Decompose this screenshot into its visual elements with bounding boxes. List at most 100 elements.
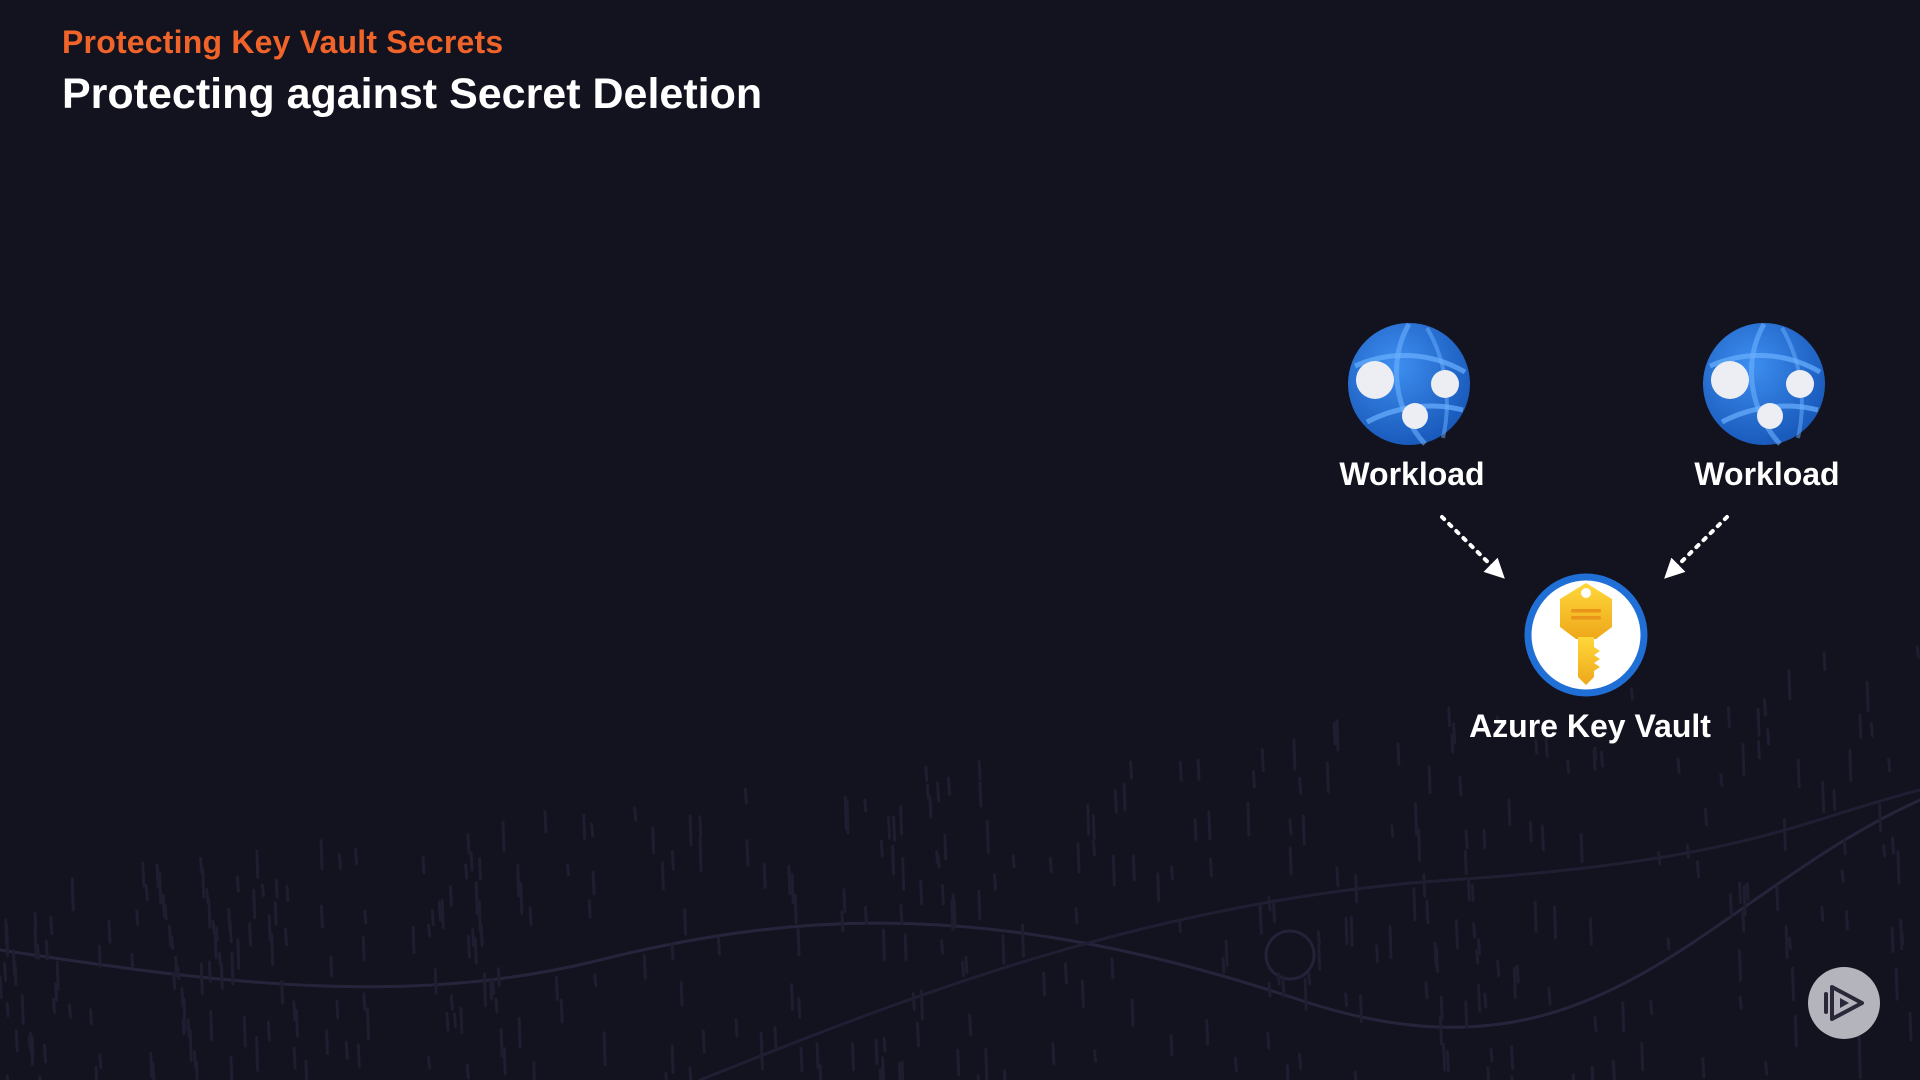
background-dash (5, 1074, 9, 1080)
background-dash (235, 875, 240, 893)
background-dash (427, 923, 432, 938)
background-dash (1676, 757, 1681, 774)
background-dash (1051, 1041, 1056, 1066)
background-dash (1021, 923, 1025, 958)
background-dash (936, 854, 941, 869)
background-dash (698, 815, 703, 838)
background-dash (430, 908, 435, 926)
background-dash (155, 863, 160, 889)
background-dash (1048, 856, 1053, 873)
background-dash (679, 981, 684, 1007)
background-dash (319, 839, 324, 871)
background-dash (465, 1063, 470, 1080)
background-dash (1763, 698, 1767, 717)
background-dash (851, 1042, 855, 1072)
background-dash (1246, 802, 1251, 837)
background-dash (3, 962, 8, 982)
background-dash (1193, 818, 1198, 841)
background-dash (519, 882, 524, 915)
background-dash (70, 876, 75, 912)
background-dash (13, 960, 18, 986)
background-dash (335, 999, 340, 1020)
background-dash (1882, 844, 1887, 858)
background-dash (270, 932, 275, 967)
background-dash (36, 943, 41, 960)
background-dash (440, 898, 445, 930)
background-dash (255, 849, 260, 879)
background-dash (924, 765, 929, 783)
background-dash (1353, 1070, 1358, 1080)
background-dash (274, 878, 279, 899)
play-logo-icon (1824, 985, 1864, 1021)
background-dash (466, 833, 471, 854)
background-dash (977, 759, 982, 781)
background-dash (716, 936, 721, 956)
background-dash (516, 863, 521, 898)
background-dash (448, 885, 453, 907)
background-dash (433, 968, 438, 995)
background-dash (94, 1065, 99, 1080)
background-dash (517, 1016, 522, 1049)
background-dash (863, 798, 868, 813)
background-dash (1267, 981, 1272, 998)
background-dash (141, 861, 146, 888)
background-dash (1600, 750, 1604, 768)
background-dash (1640, 1041, 1645, 1072)
background-dash (879, 839, 884, 858)
background-dash (266, 1020, 271, 1042)
background-dash (1900, 929, 1905, 946)
background-dash (940, 884, 945, 906)
background-dash (1375, 944, 1380, 964)
background-dash (219, 962, 224, 990)
background-dash (1205, 1019, 1210, 1046)
background-dash (421, 855, 426, 875)
play-button[interactable] (1808, 967, 1880, 1039)
background-dash (845, 800, 850, 835)
background-dash (745, 839, 750, 867)
background-dash (1896, 850, 1901, 885)
background-dash (1332, 721, 1337, 746)
background-dash (1258, 902, 1263, 935)
slide-title: Protecting against Secret Deletion (62, 70, 763, 118)
background-dash (188, 1029, 193, 1063)
background-dash (1704, 807, 1708, 827)
background-dash (916, 1021, 920, 1048)
background-dash (49, 916, 54, 935)
section-eyebrow: Protecting Key Vault Secrets (62, 24, 504, 60)
background-dash (799, 1046, 804, 1073)
background-dash (1177, 918, 1182, 933)
background-dash (993, 873, 998, 891)
background-dash (1412, 887, 1417, 922)
background-dash (130, 952, 135, 969)
background-dash (1335, 866, 1340, 888)
background-dash (1288, 818, 1293, 836)
background-dash (280, 980, 285, 1005)
background-dash (1890, 926, 1895, 953)
background-dash (1442, 1042, 1446, 1072)
background-dash (919, 879, 924, 906)
background-dash (361, 936, 366, 962)
background-dash (52, 997, 56, 1014)
background-dash (427, 1056, 431, 1070)
background-dash (670, 942, 675, 961)
background-dash (499, 1028, 504, 1058)
background-dash (1766, 728, 1771, 746)
background-dash (1510, 1075, 1514, 1080)
background-dash (20, 993, 25, 1025)
background-dash (543, 810, 548, 834)
background-dash (1741, 911, 1746, 933)
background-dash (1303, 977, 1308, 1011)
background-dash (1621, 1001, 1626, 1032)
background-dash (842, 888, 847, 914)
background-dash (1832, 788, 1837, 812)
background-dash (453, 1012, 457, 1029)
background-dash (489, 978, 494, 1001)
background-dash (1477, 984, 1482, 1013)
background-dash (1483, 992, 1488, 1009)
background-dash (255, 1053, 260, 1072)
background-dash (1464, 829, 1469, 850)
background-dash (1233, 1056, 1238, 1072)
workload-label-right: Workload (1694, 456, 1840, 492)
background-dash (325, 1029, 329, 1055)
background-dash (878, 1068, 883, 1080)
